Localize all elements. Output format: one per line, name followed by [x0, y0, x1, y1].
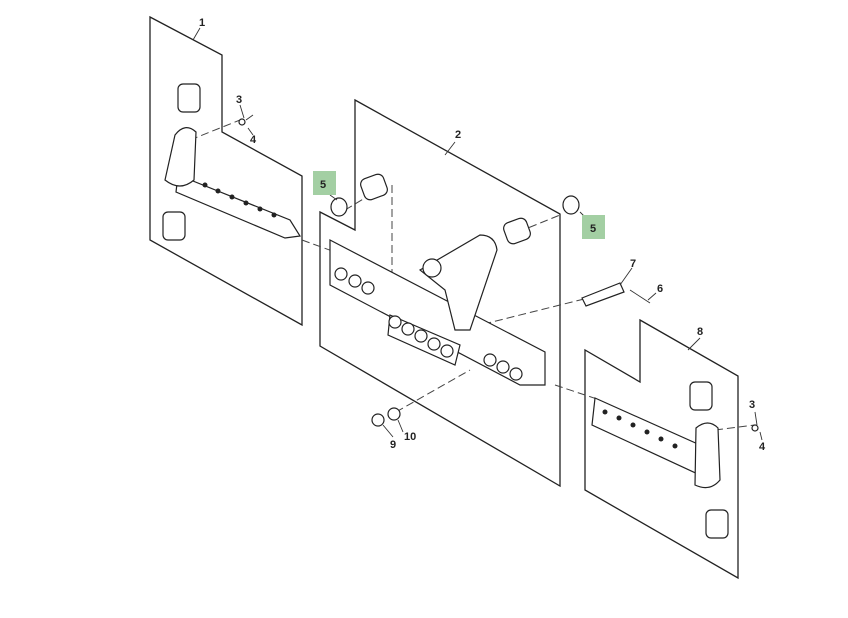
- assembly-line: [189, 119, 756, 431]
- part-9-10-nut-washer: [371, 407, 401, 427]
- callout-6[interactable]: 6: [657, 283, 663, 295]
- callout-3-left[interactable]: 3: [236, 94, 242, 106]
- callout-5-left[interactable]: 5: [320, 179, 326, 191]
- part-2-frame: [329, 173, 580, 386]
- callout-9[interactable]: 9: [390, 439, 396, 451]
- callout-8[interactable]: 8: [697, 326, 703, 338]
- part-8-arm: [591, 381, 759, 539]
- callout-7[interactable]: 7: [630, 258, 636, 270]
- callout-4-right[interactable]: 4: [759, 441, 766, 453]
- part-7-pin: [581, 282, 651, 307]
- part-1-arm: [162, 83, 302, 241]
- callout-5-right[interactable]: 5: [590, 223, 596, 235]
- callout-1[interactable]: 1: [199, 17, 205, 29]
- callout-3-right[interactable]: 3: [749, 399, 755, 411]
- callout-4-left[interactable]: 4: [250, 134, 257, 146]
- callout-2[interactable]: 2: [455, 129, 461, 141]
- callout-5-highlight-left: [313, 171, 336, 195]
- callout-5-highlight-right: [582, 215, 605, 239]
- callout-10[interactable]: 10: [404, 431, 416, 443]
